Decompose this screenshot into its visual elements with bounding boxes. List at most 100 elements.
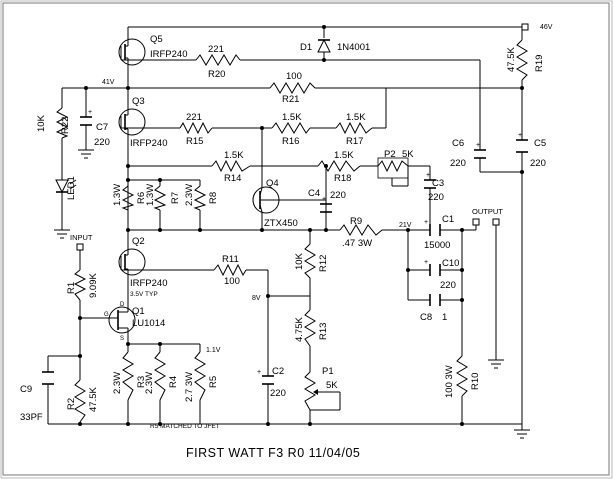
resistor-r9 bbox=[339, 224, 383, 236]
capacitors: + + + + + + + + bbox=[42, 109, 528, 385]
label-pin-d: D bbox=[120, 302, 125, 308]
label-r16-ref: R16 bbox=[282, 136, 299, 147]
resistors bbox=[55, 39, 528, 423]
resistor-r12 bbox=[304, 243, 316, 279]
junctions bbox=[78, 25, 524, 426]
label-c2-value: 220 bbox=[270, 388, 286, 399]
resistor-r17 bbox=[335, 121, 373, 135]
capacitor-c8 bbox=[429, 294, 441, 306]
label-r16-value: 1.5K bbox=[282, 112, 302, 123]
resistor-r10 bbox=[456, 355, 468, 397]
label-r20-ref: R20 bbox=[208, 69, 225, 80]
led-led1 bbox=[55, 172, 77, 198]
label-c7-value: 220 bbox=[94, 137, 110, 148]
label-q1-ref: Q1 bbox=[132, 306, 145, 317]
label-r1-ref: R1 bbox=[66, 282, 77, 294]
label-led1-ref: LED1 bbox=[66, 176, 77, 200]
label-q4-value: ZTX450 bbox=[264, 218, 298, 229]
resistor-r2 bbox=[74, 379, 86, 423]
label-q3-ref: Q3 bbox=[132, 96, 145, 107]
capacitor-c4: + bbox=[320, 196, 332, 213]
label-c6-value: 220 bbox=[450, 158, 466, 169]
diodes bbox=[55, 38, 331, 198]
label-c9-value: 33PF bbox=[20, 412, 43, 423]
label-c4-ref: C4 bbox=[308, 188, 320, 199]
label-r9-ref: R9 bbox=[350, 216, 362, 227]
label-r4-value: 2.3W bbox=[144, 372, 155, 394]
resistor-r21 bbox=[269, 82, 316, 94]
label-r6-value: 1.3W bbox=[112, 184, 123, 206]
label-r12-ref: R12 bbox=[318, 255, 329, 272]
transistors bbox=[108, 38, 280, 336]
label-r7-ref: R7 bbox=[170, 192, 181, 204]
label-r19-value: 47.5K bbox=[506, 47, 517, 72]
label-r21-ref: R21 bbox=[282, 94, 299, 105]
label-q3-value: IRFP240 bbox=[130, 138, 168, 149]
label-c9-ref: C9 bbox=[20, 384, 32, 395]
label-node41: 41V bbox=[102, 79, 115, 86]
label-c1-value: 15000 bbox=[424, 240, 450, 251]
schematic-title: FIRST WATT F3 R0 11/04/05 bbox=[186, 446, 360, 460]
label-r2-value: 47.5K bbox=[88, 387, 99, 412]
resistor-r7 bbox=[153, 185, 167, 211]
diode-d1 bbox=[317, 38, 331, 53]
label-r8-ref: R8 bbox=[208, 192, 219, 204]
label-r17-value: 1.5K bbox=[346, 112, 366, 123]
resistor-r3 bbox=[122, 351, 134, 401]
terminal-vplus bbox=[521, 23, 529, 31]
terminals bbox=[76, 23, 529, 251]
label-vplus: 46V bbox=[540, 24, 553, 31]
label-r5-value: 2.7 3W bbox=[184, 372, 195, 402]
resistor-r16 bbox=[271, 122, 311, 134]
label-r7-value: 1.3W bbox=[145, 184, 156, 206]
wires bbox=[47, 26, 523, 430]
label-d1-ref: D1 bbox=[300, 42, 312, 53]
svg-text:+: + bbox=[518, 132, 522, 139]
label-r3-value: 2.3W bbox=[112, 372, 123, 394]
label-r22-value: 10K bbox=[36, 114, 47, 132]
resistor-r13 bbox=[304, 309, 316, 347]
label-r11-value: 100 bbox=[224, 276, 240, 287]
label-r5-ref: R5 bbox=[208, 376, 219, 388]
label-r4-ref: R4 bbox=[168, 376, 179, 388]
resistor-r6 bbox=[121, 185, 135, 211]
resistor-r20 bbox=[195, 54, 241, 66]
labels: 46V 41V 21V 8V 1.1V INPUT OUTPUT Q5 IRFP… bbox=[20, 24, 553, 460]
label-r22-ref: R22 bbox=[60, 117, 71, 134]
potentiometer-p1 bbox=[304, 371, 316, 411]
label-r21-value: 100 bbox=[286, 71, 302, 82]
label-r18-value: 1.5K bbox=[334, 150, 354, 161]
svg-text:+: + bbox=[476, 142, 480, 149]
label-r13-value: 4.75K bbox=[294, 317, 305, 342]
label-c3-value: 220 bbox=[428, 192, 444, 203]
ground-main bbox=[514, 429, 530, 439]
label-c5-value: 220 bbox=[530, 158, 546, 169]
label-c8-value: 1 bbox=[442, 312, 447, 323]
resistor-r22 bbox=[55, 107, 69, 139]
resistor-r5 bbox=[194, 351, 206, 401]
capacitor-c10: + bbox=[424, 259, 441, 276]
label-c5-ref: C5 bbox=[534, 138, 546, 149]
label-r20-value: 221 bbox=[208, 44, 224, 55]
label-c1-ref: C1 bbox=[442, 214, 454, 225]
resistor-r14 bbox=[211, 159, 251, 173]
label-p2-value: 5K bbox=[402, 149, 414, 160]
label-c7-ref: C7 bbox=[96, 122, 108, 133]
mosfet-q3 bbox=[118, 106, 152, 140]
label-q4-ref: Q4 bbox=[266, 178, 279, 189]
resistor-r8 bbox=[193, 185, 207, 211]
label-p1-ref: P1 bbox=[322, 366, 334, 377]
label-r5-match-note: R5 MATCHED TO JFET bbox=[150, 423, 220, 430]
label-r3-ref: R3 bbox=[136, 376, 147, 388]
terminal-output bbox=[492, 218, 500, 226]
resistor-r18 bbox=[317, 160, 361, 172]
label-c2-ref: C2 bbox=[272, 366, 284, 377]
label-r8-value: 2.3W bbox=[184, 184, 195, 206]
ground-led bbox=[54, 229, 70, 239]
label-pin-s: S bbox=[120, 336, 124, 342]
label-q2-value: IRFP240 bbox=[130, 278, 168, 289]
label-output: OUTPUT bbox=[472, 207, 503, 216]
